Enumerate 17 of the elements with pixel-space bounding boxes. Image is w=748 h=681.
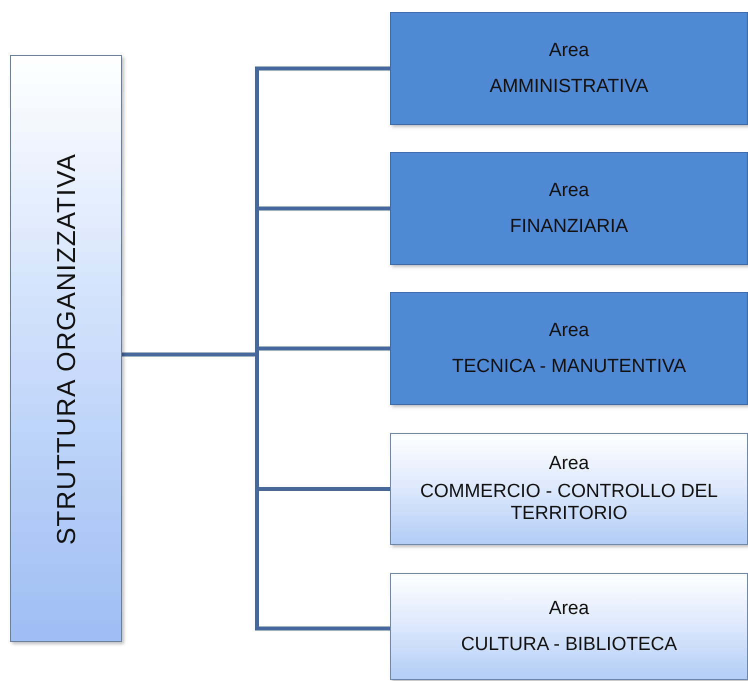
area-heading: Area [548,598,590,620]
root-box [10,55,122,642]
area-heading: Area [548,453,590,475]
area-name: AMMINISTRATIVA [490,76,648,98]
area-name: COMMERCIO - CONTROLLO DEL TERRITORIO [419,481,719,525]
area-name: TECNICA - MANUTENTIVA [452,356,686,378]
area-box [390,573,748,680]
area-heading: Area [548,40,590,62]
root-label: STRUTTURA ORGANIZZATIVA [50,152,82,546]
area-box [390,152,748,265]
area-heading: Area [548,320,590,342]
area-heading: Area [548,180,590,202]
area-box [390,292,748,405]
area-box [390,433,748,545]
area-name: FINANZIARIA [510,216,628,238]
area-name: CULTURA - BIBLIOTECA [460,634,678,656]
area-box [390,12,748,125]
